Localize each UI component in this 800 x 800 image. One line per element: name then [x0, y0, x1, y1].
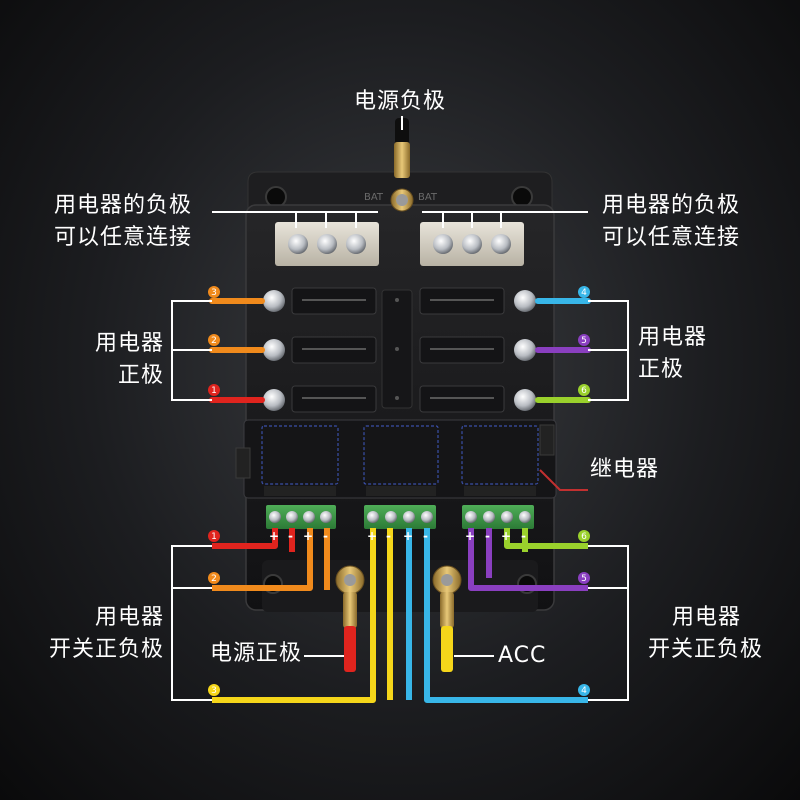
svg-text:3: 3 — [211, 686, 217, 696]
fuse-area — [263, 287, 536, 413]
label-switch-right-line1: 用电器 — [672, 605, 742, 630]
bat-stud-nut — [396, 194, 408, 206]
label-load-positive-left-line1: 用电器 — [94, 331, 164, 356]
relay-1 — [261, 425, 339, 485]
screw-icon — [263, 290, 285, 312]
label-power-negative: 电源负极 — [353, 89, 446, 114]
switch-wires-right — [406, 528, 588, 703]
svg-text:-: - — [323, 529, 328, 543]
negative-bus-right — [420, 222, 524, 266]
bracket-load-positive-left — [171, 300, 212, 401]
wire-cyan-4-bottom — [424, 528, 588, 703]
svg-text:3: 3 — [211, 288, 217, 298]
label-relay: 继电器 — [590, 457, 660, 482]
svg-text:6: 6 — [581, 386, 587, 396]
screw-icon — [514, 290, 536, 312]
power-positive-cable — [335, 565, 365, 672]
fuse-slot-left-1 — [291, 287, 377, 315]
bracket-load-positive-right — [588, 300, 629, 401]
load-positive-wires-left — [209, 298, 265, 403]
load-positive-wires-right — [535, 298, 591, 403]
label-load-positive-right-line1: 用电器 — [638, 325, 708, 350]
screw-icon — [263, 339, 285, 361]
svg-text:2: 2 — [211, 336, 217, 346]
label-switch-left-line1: 用电器 — [94, 605, 164, 630]
screw-icon — [462, 234, 482, 254]
label-load-negative-left-line1: 用电器的负极 — [53, 193, 192, 218]
svg-text:+: + — [403, 529, 413, 543]
label-load-positive-right-line2: 正极 — [638, 357, 685, 382]
label-load-negative-right-line2: 可以任意连接 — [602, 225, 741, 250]
fuse-slot-right-1 — [419, 287, 505, 315]
relay-3 — [461, 425, 539, 485]
power-negative-cable — [390, 118, 414, 212]
svg-text:+: + — [501, 529, 511, 543]
screw-icon — [491, 234, 511, 254]
bracket-switch-left — [171, 545, 212, 701]
svg-text:-: - — [423, 529, 428, 543]
terminal-polarity-marks: +- +- +- +- +- +- — [269, 529, 526, 543]
svg-text:5: 5 — [581, 574, 587, 584]
fuse-slot-left-3 — [291, 385, 377, 413]
relay-2 — [363, 425, 439, 485]
svg-text:+: + — [303, 529, 313, 543]
mount-hole-left — [265, 186, 287, 208]
label-load-negative-left-line2: 可以任意连接 — [53, 225, 192, 250]
svg-text:5: 5 — [581, 336, 587, 346]
relay-block — [235, 419, 557, 499]
svg-text:-: - — [288, 529, 293, 543]
wire-green-6-bottom — [504, 528, 588, 549]
screw-icon — [346, 234, 366, 254]
bracket-switch-right — [588, 545, 629, 701]
bat-label-right: BAT — [418, 192, 438, 203]
svg-text:+: + — [269, 529, 279, 543]
wire-red-1-bottom — [212, 528, 278, 549]
terminal-block-middle — [364, 505, 436, 529]
annotation-lines — [171, 116, 629, 701]
label-switch-left-line2: 开关正负极 — [48, 637, 164, 662]
wire-badges: 3 2 1 4 5 6 1 2 3 6 5 4 — [208, 286, 590, 696]
fuse-slot-left-2 — [291, 336, 377, 364]
switch-wires-left — [212, 528, 393, 703]
acc-cable — [432, 565, 462, 672]
fuse-slot-right-3 — [419, 385, 505, 413]
svg-text:-: - — [386, 529, 391, 543]
terminal-block-right — [462, 505, 534, 529]
svg-text:-: - — [485, 529, 490, 543]
wire-yellow-3-bottom — [212, 528, 376, 703]
svg-text:4: 4 — [581, 686, 587, 696]
screw-icon — [317, 234, 337, 254]
callout-load-negative-right — [422, 211, 588, 228]
label-acc: ACC — [498, 643, 547, 668]
fuse-slot-right-2 — [419, 336, 505, 364]
svg-text:+: + — [465, 529, 475, 543]
terminal-block-left — [266, 505, 336, 529]
screw-icon — [433, 234, 453, 254]
wire-purple-5-bottom — [468, 528, 588, 591]
label-load-negative-right-line1: 用电器的负极 — [602, 193, 741, 218]
callout-load-negative-left — [212, 211, 378, 228]
svg-text:4: 4 — [581, 288, 587, 298]
svg-text:1: 1 — [211, 532, 217, 542]
label-load-positive-left-line2: 正极 — [117, 363, 164, 388]
svg-text:1: 1 — [211, 386, 217, 396]
svg-text:-: - — [521, 529, 526, 543]
screw-icon — [288, 234, 308, 254]
svg-text:2: 2 — [211, 574, 217, 584]
bat-label-left: BAT — [364, 192, 384, 203]
screw-icon — [514, 389, 536, 411]
svg-text:+: + — [367, 529, 377, 543]
screw-icon — [514, 339, 536, 361]
mount-hole-right — [511, 186, 533, 208]
svg-text:6: 6 — [581, 532, 587, 542]
screw-icon — [263, 389, 285, 411]
negative-bus-left — [275, 222, 379, 266]
callout-relay — [539, 469, 588, 491]
wire-orange-2-bottom — [212, 528, 313, 591]
label-switch-right-line2: 开关正负极 — [648, 637, 764, 662]
label-power-positive: 电源正极 — [209, 641, 302, 666]
